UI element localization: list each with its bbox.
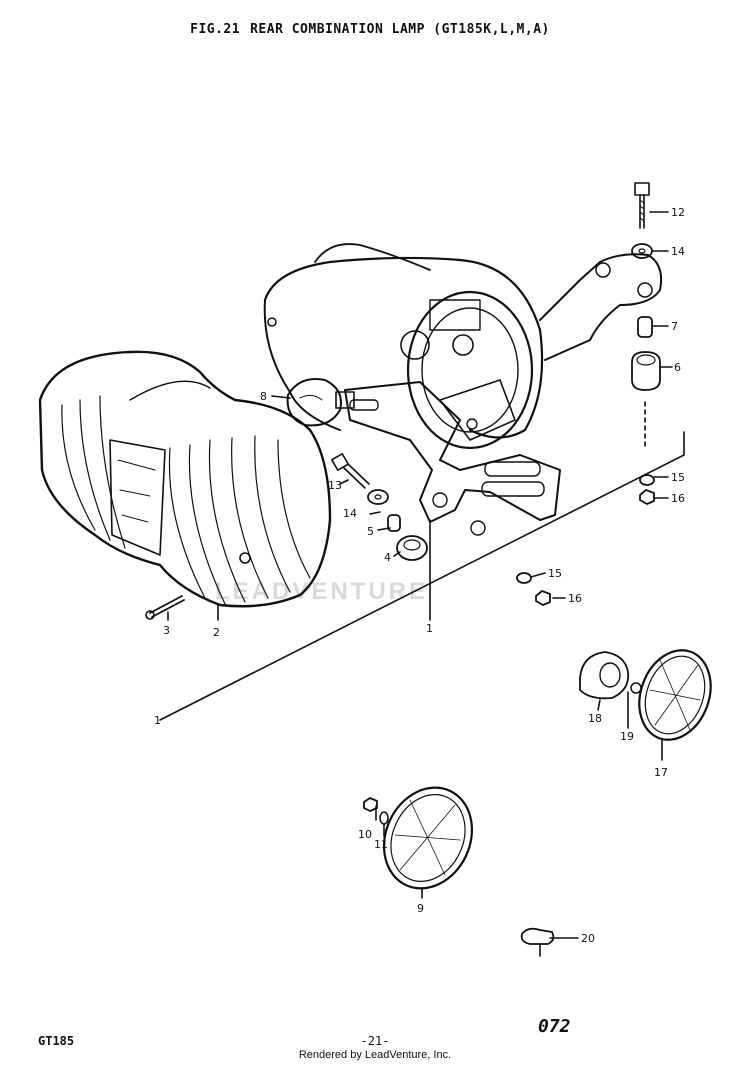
callout-20: 20 [581,932,595,945]
callout-9: 9 [417,902,424,915]
callout-5: 5 [367,525,374,538]
callout-19: 19 [620,730,634,743]
leader-lines [159,211,685,939]
callout-12: 12 [671,206,685,219]
callout-11: 11 [374,838,388,851]
lamp-housing-drawing [263,243,544,450]
callout-18: 18 [588,712,602,725]
callout-15-center: 15 [548,567,562,580]
diagram-code: 072 [538,1016,571,1037]
bulb-drawing [286,378,355,427]
callout-1-main: 1 [154,714,161,727]
model-label: GT185 [38,1034,75,1048]
callout-6: 6 [674,361,681,374]
callout-16-right: 16 [671,492,685,505]
figure-title: FIG.21 REAR COMBINATION LAMP (GT185K,L,M,… [0,22,750,37]
render-credit: Rendered by LeadVenture, Inc. [298,1049,452,1061]
callout-8: 8 [260,390,267,403]
watermark-text: LEADVENTURE [215,578,429,605]
side-reflector-drawing [579,649,712,741]
callout-1-housing: 1 [426,622,433,635]
lamp-lens-drawing [38,350,332,608]
callout-15-right: 15 [671,471,685,484]
figure-title-text: REAR COMBINATION LAMP (GT185K,L,M,A) [250,22,550,37]
wire-clamp-drawing [520,927,555,957]
callout-4: 4 [384,551,391,564]
rear-reflector-drawing [363,786,474,890]
callout-13: 13 [328,479,342,492]
callout-17: 17 [654,766,668,779]
callout-10: 10 [358,828,372,841]
callout-7: 7 [671,320,678,333]
figure-number: FIG.21 [190,22,241,37]
callout-labels: 1 1 2 3 4 5 6 7 8 9 10 11 12 13 14 14 15… [154,206,685,945]
callout-14-left: 14 [343,507,357,520]
callout-2: 2 [213,626,220,639]
hardware-drawing [145,182,661,620]
mounting-bracket-drawing [344,253,663,536]
page-number: -21- [360,1034,390,1048]
callout-14-right: 14 [671,245,685,258]
callout-3: 3 [163,624,170,637]
callout-16-center: 16 [568,592,582,605]
